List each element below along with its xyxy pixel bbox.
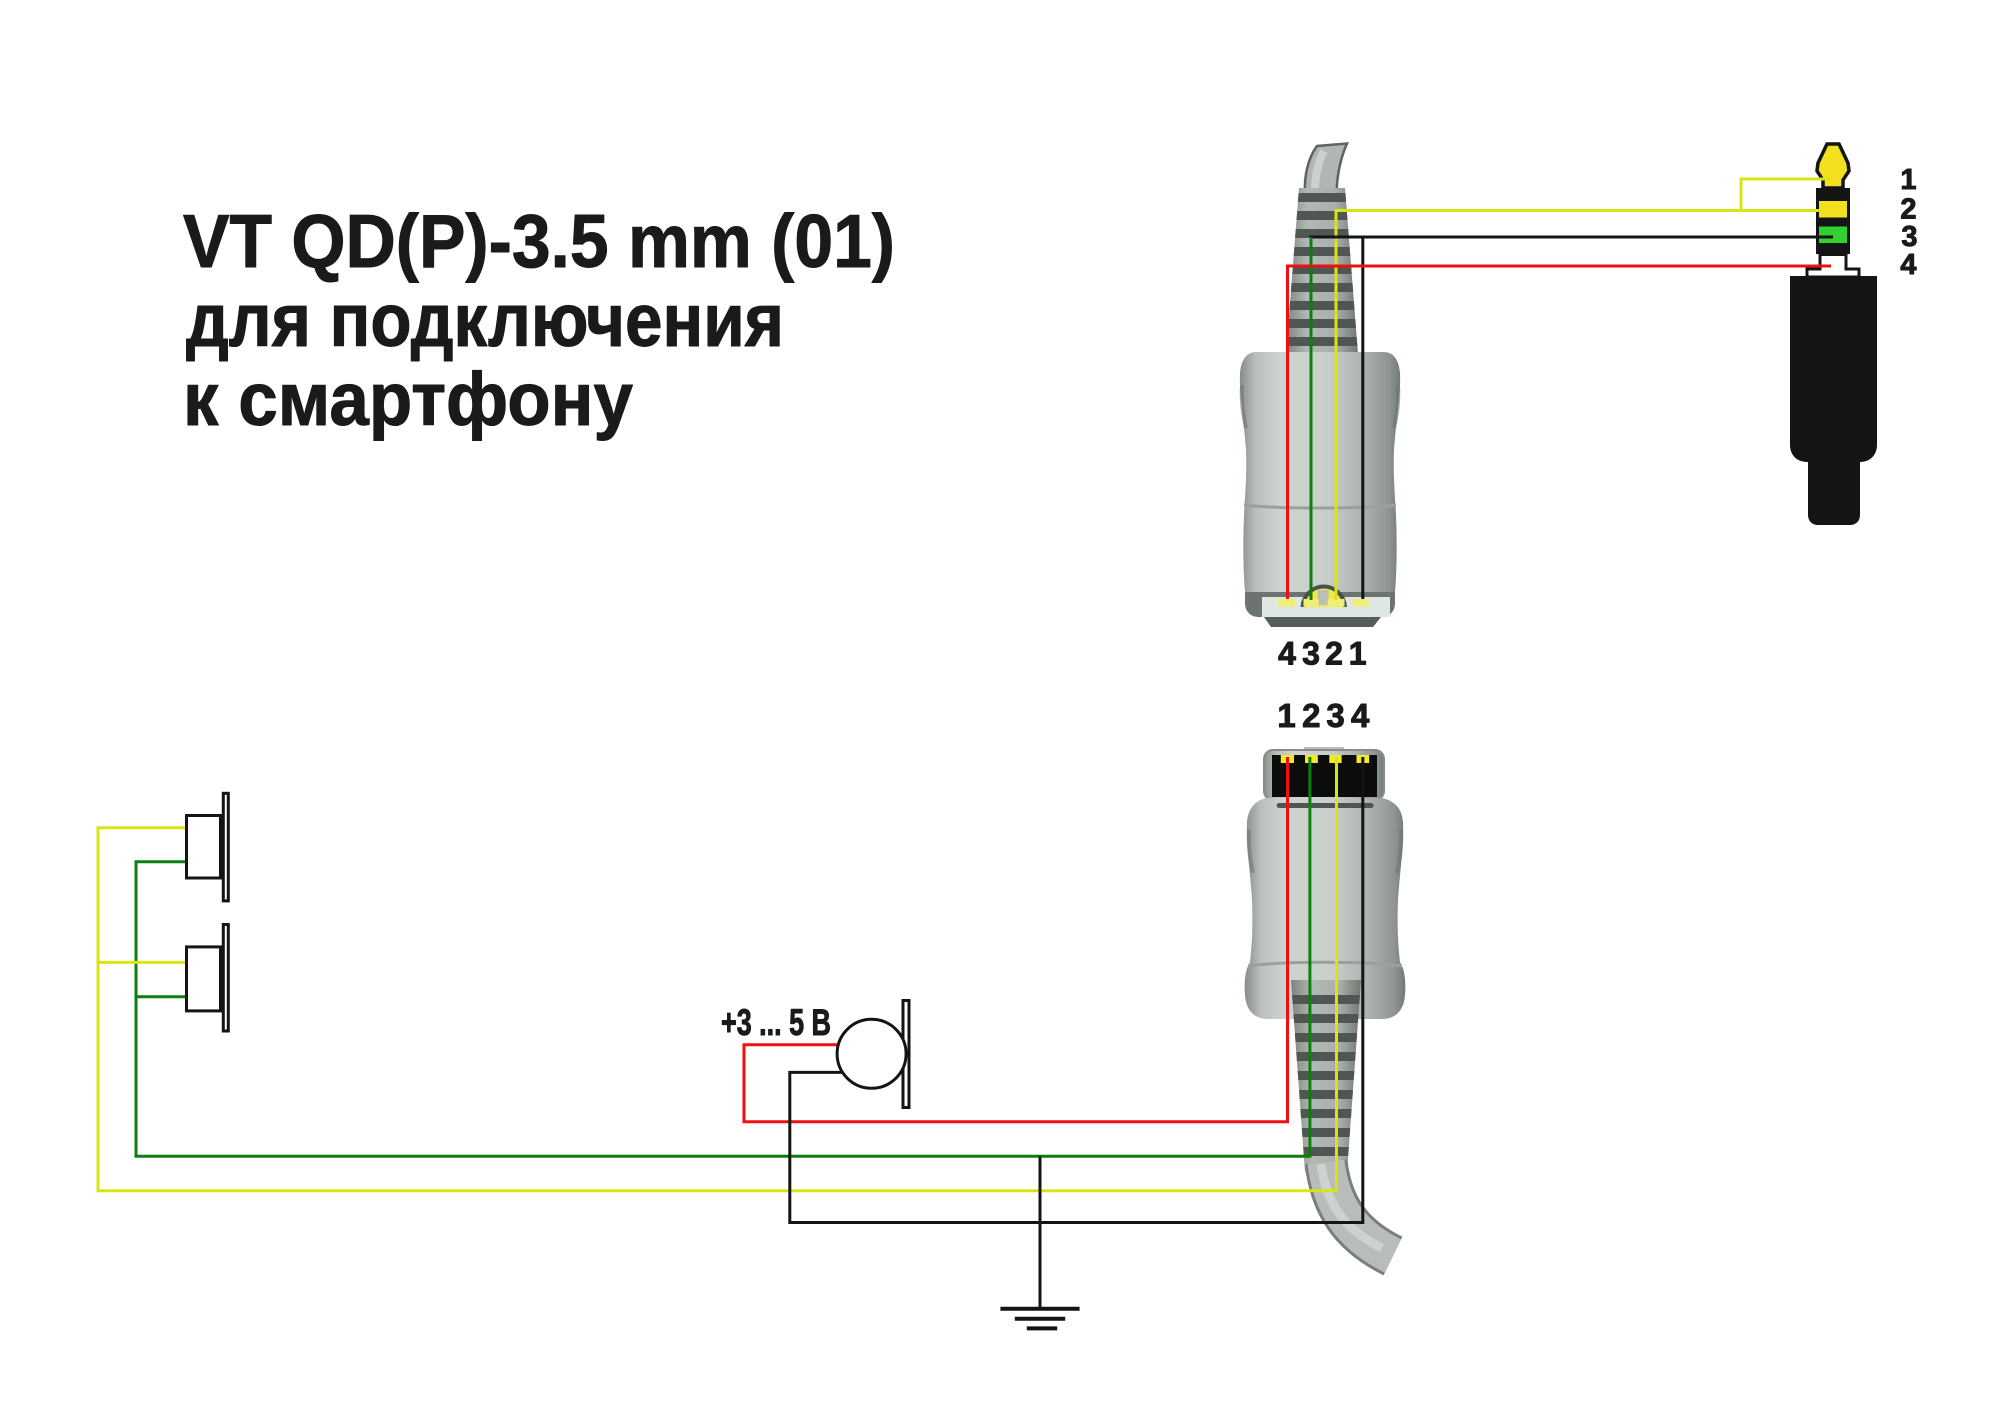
svg-text:VT QD(P)-3.5 mm (01): VT QD(P)-3.5 mm (01) <box>183 199 895 283</box>
svg-text:для подключения: для подключения <box>186 278 784 362</box>
svg-text:2: 2 <box>1325 636 1343 672</box>
svg-text:3: 3 <box>1326 697 1344 734</box>
svg-text:1: 1 <box>1349 636 1367 672</box>
svg-text:1: 1 <box>1900 164 1916 196</box>
svg-text:2: 2 <box>1900 194 1916 226</box>
svg-text:3: 3 <box>1302 636 1320 672</box>
svg-text:1: 1 <box>1277 697 1295 734</box>
svg-text:2: 2 <box>1302 697 1320 734</box>
svg-text:3: 3 <box>1901 221 1917 253</box>
svg-text:4: 4 <box>1351 697 1370 734</box>
svg-text:к смартфону: к смартфону <box>183 357 633 441</box>
svg-text:4: 4 <box>1900 249 1916 281</box>
svg-text:+3 ... 5 В: +3 ... 5 В <box>721 1002 831 1043</box>
svg-text:4: 4 <box>1278 636 1296 672</box>
